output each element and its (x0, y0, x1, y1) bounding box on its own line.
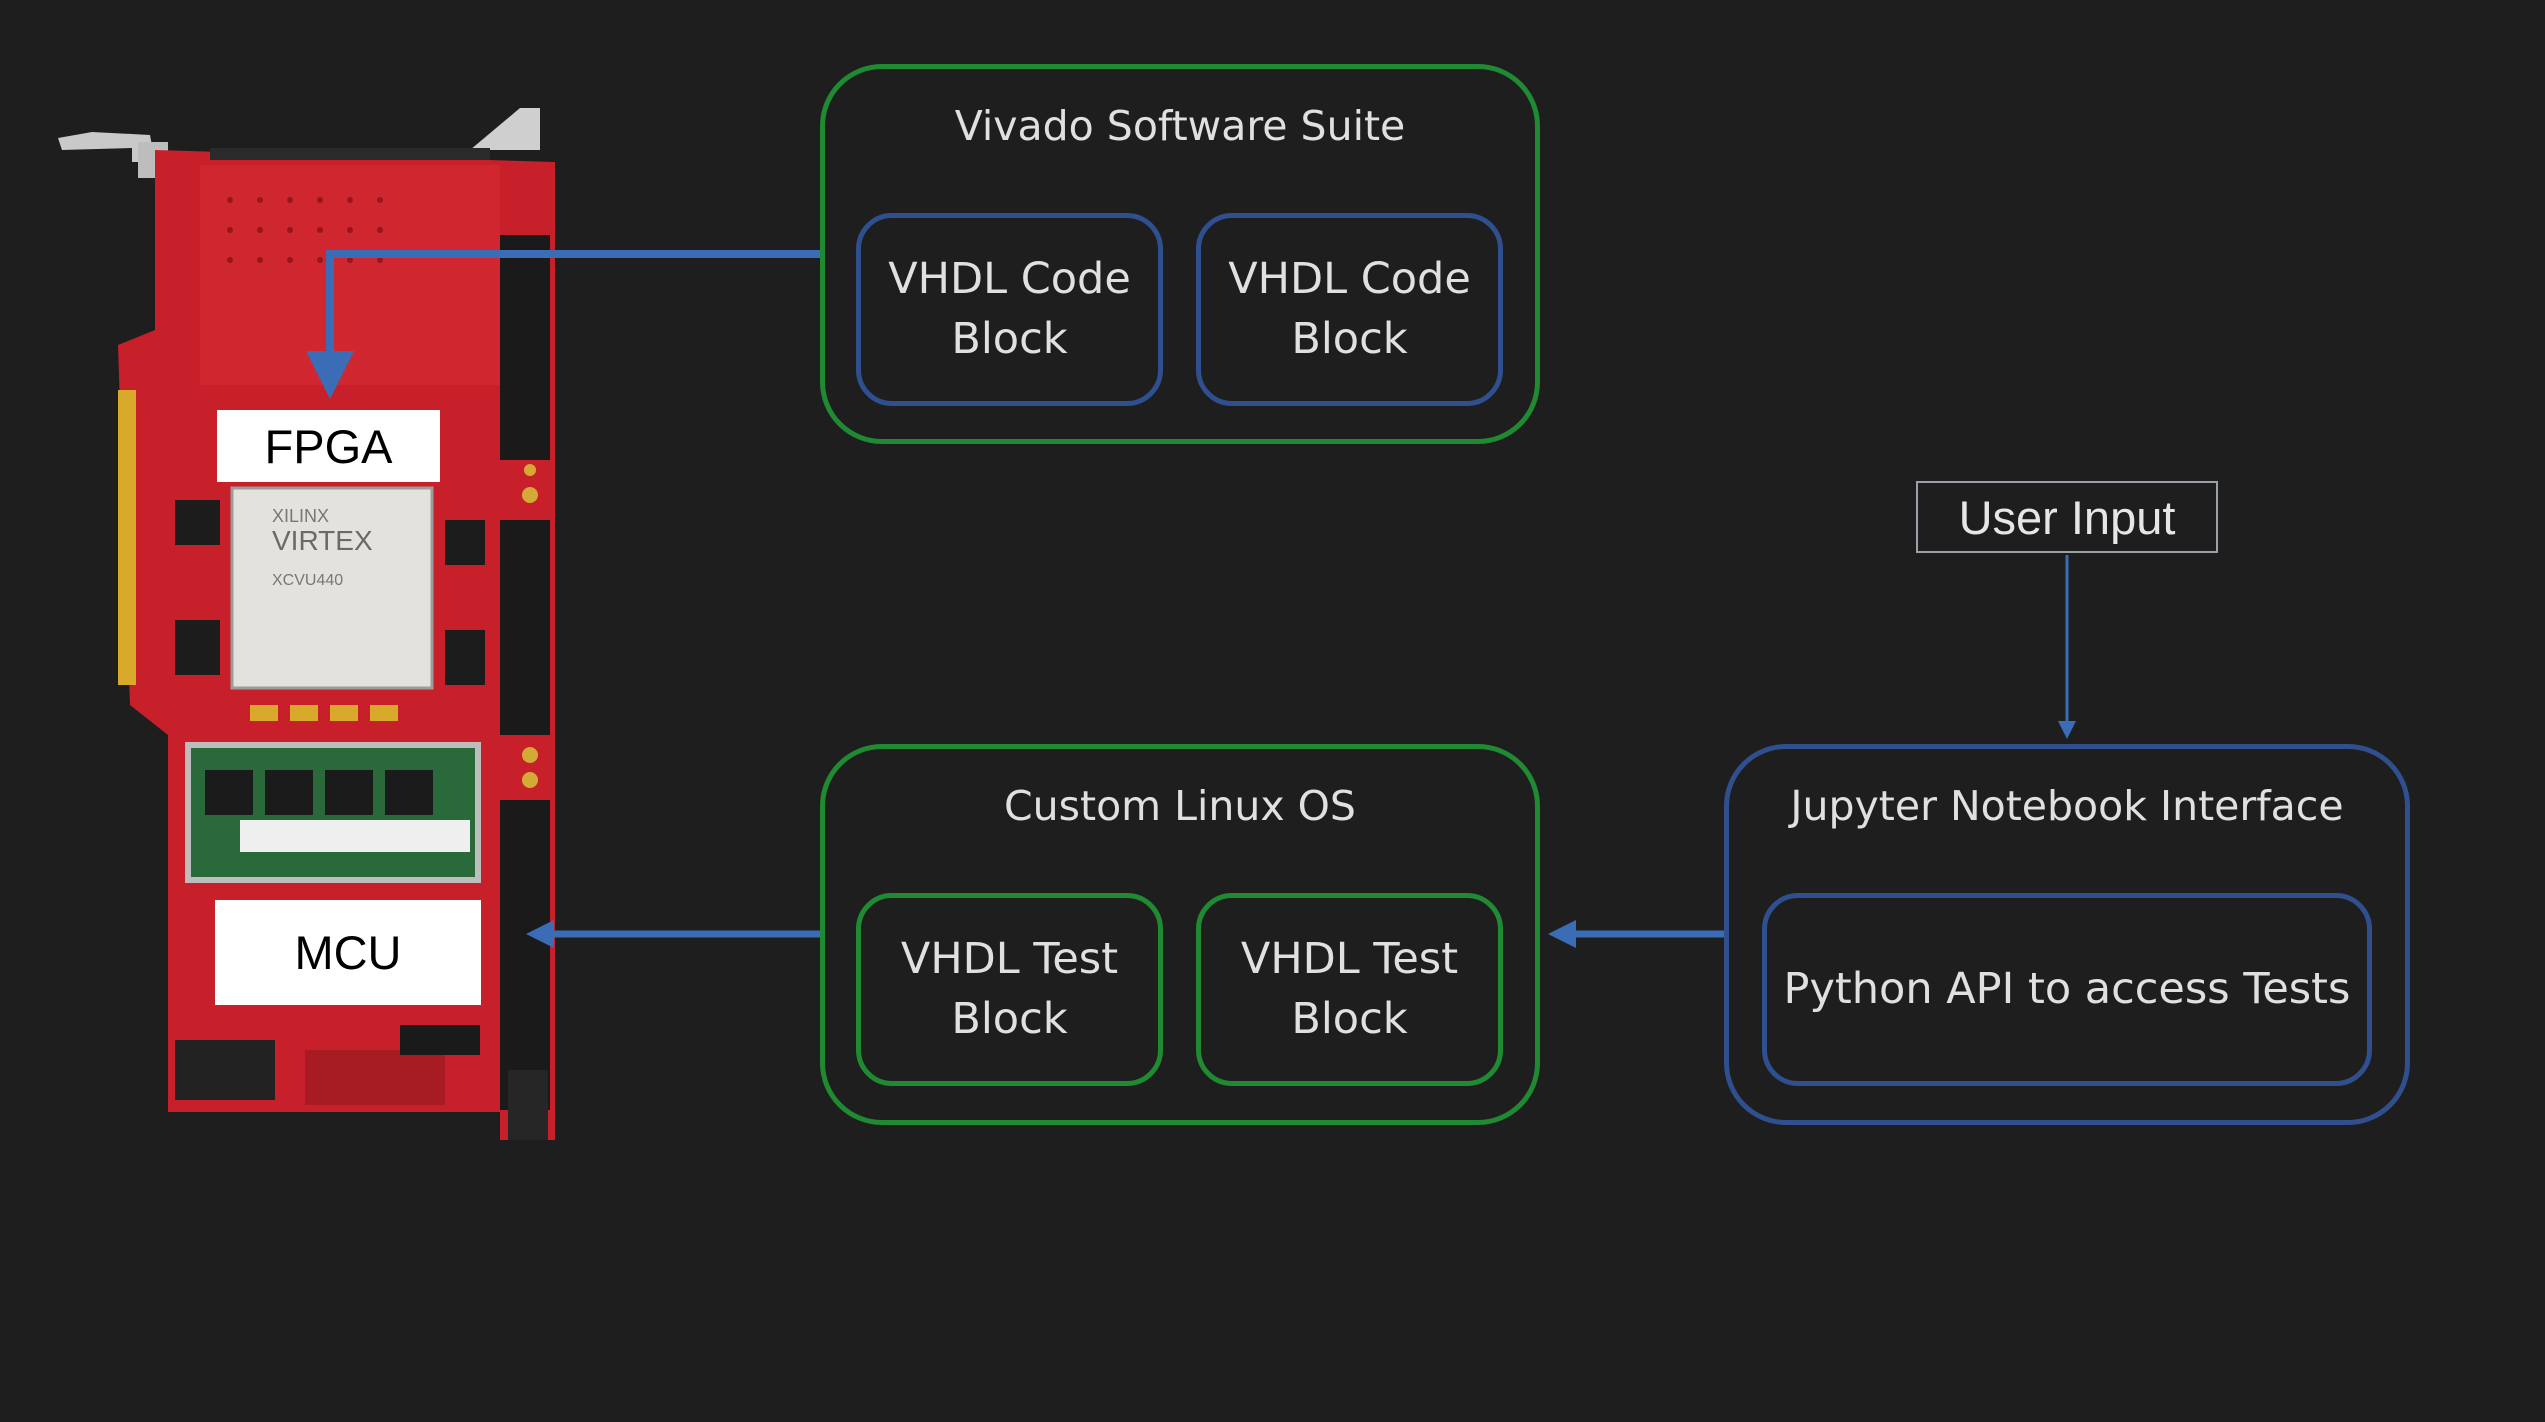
connector-top (500, 235, 550, 460)
linux-group-title: Custom Linux OS (1004, 782, 1356, 830)
connector-mid (500, 520, 550, 735)
jupyter-group-title: Jupyter Notebook Interface (1790, 782, 2344, 830)
chip-brand-text: XILINX (272, 506, 329, 526)
vivado-software-suite-group: Vivado Software Suite (820, 64, 1540, 444)
jupyter-notebook-interface-group: Jupyter Notebook Interface (1724, 744, 2410, 1125)
connector-bottom (500, 800, 550, 1110)
pcie-bracket (58, 132, 155, 162)
pcie-fingers (118, 390, 136, 580)
vivado-group-title: Vivado Software Suite (954, 102, 1406, 150)
chip-model-text: XCVU440 (272, 572, 343, 589)
fpga-chip (230, 486, 434, 690)
arrow-vivado-to-fpga (306, 250, 822, 399)
fpga-label: FPGA (217, 410, 440, 482)
python-api-block: Python API to access Tests (1762, 893, 2372, 1086)
mcu-label: MCU (215, 900, 481, 1005)
custom-linux-os-group: Custom Linux OS (820, 744, 1540, 1125)
user-input-box: User Input (1916, 481, 2218, 553)
chip-family-text: VIRTEX (272, 525, 373, 556)
